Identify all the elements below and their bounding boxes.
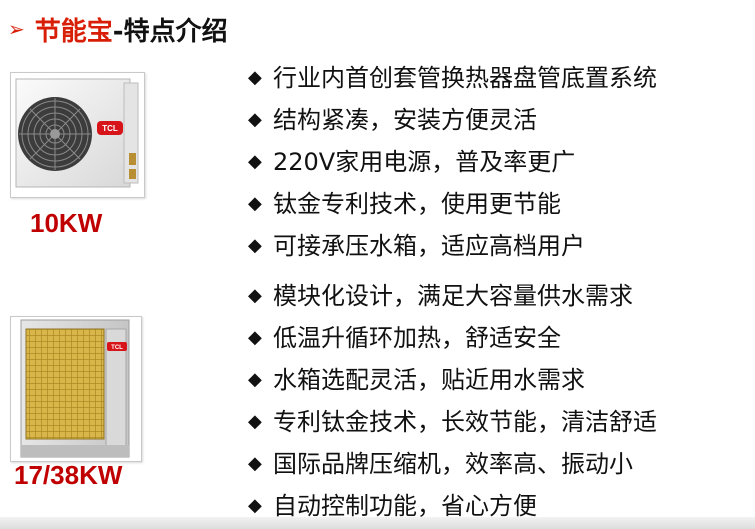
list-item: ◆模块化设计，满足大容量供水需求	[248, 276, 633, 316]
diamond-bullet-icon: ◆	[248, 369, 262, 390]
diamond-bullet-icon: ◆	[248, 453, 262, 474]
footer-bar	[0, 517, 755, 529]
product-image-17-38kw: TCL	[10, 316, 142, 462]
diamond-bullet-icon: ◆	[248, 411, 262, 432]
list-item: ◆可接承压水箱，适应高档用户	[248, 226, 585, 266]
title-rest: -特点介绍	[112, 16, 228, 47]
list-item: ◆行业内首创套管换热器盘管底置系统	[248, 58, 657, 98]
diamond-bullet-icon: ◆	[248, 327, 262, 348]
outdoor-unit-icon: TCL	[15, 78, 139, 188]
list-item: ◆结构紧凑，安装方便灵活	[248, 100, 537, 140]
title-highlight: 节能宝	[34, 16, 113, 47]
list-item: ◆专利钛金技术，长效节能，清洁舒适	[248, 402, 657, 442]
list-item: ◆国际品牌压缩机，效率高、振动小	[248, 444, 633, 484]
diamond-bullet-icon: ◆	[248, 193, 262, 214]
heat-pump-unit-icon: TCL	[20, 319, 130, 458]
diamond-bullet-icon: ◆	[248, 151, 262, 172]
product-image-10kw: TCL	[10, 72, 145, 198]
brand-logo: TCL	[102, 124, 118, 133]
arrow-bullet-icon: ➢	[8, 17, 25, 41]
product-caption-10kw: 10KW	[30, 208, 103, 238]
list-item: ◆水箱选配灵活，贴近用水需求	[248, 360, 585, 400]
diamond-bullet-icon: ◆	[248, 495, 262, 516]
diamond-bullet-icon: ◆	[248, 235, 262, 256]
diamond-bullet-icon: ◆	[248, 285, 262, 306]
brand-logo: TCL	[111, 345, 123, 351]
list-item: ◆自动控制功能，省心方便	[248, 486, 537, 526]
diamond-bullet-icon: ◆	[248, 67, 262, 88]
product-caption-17-38kw: 17/38KW	[14, 460, 123, 490]
list-item: ◆220V家用电源，普及率更广	[248, 142, 575, 182]
slide-title: ➢ 节能宝 -特点介绍	[8, 12, 228, 47]
list-item: ◆低温升循环加热，舒适安全	[248, 318, 561, 358]
diamond-bullet-icon: ◆	[248, 109, 262, 130]
list-item: ◆钛金专利技术，使用更节能	[248, 184, 561, 224]
